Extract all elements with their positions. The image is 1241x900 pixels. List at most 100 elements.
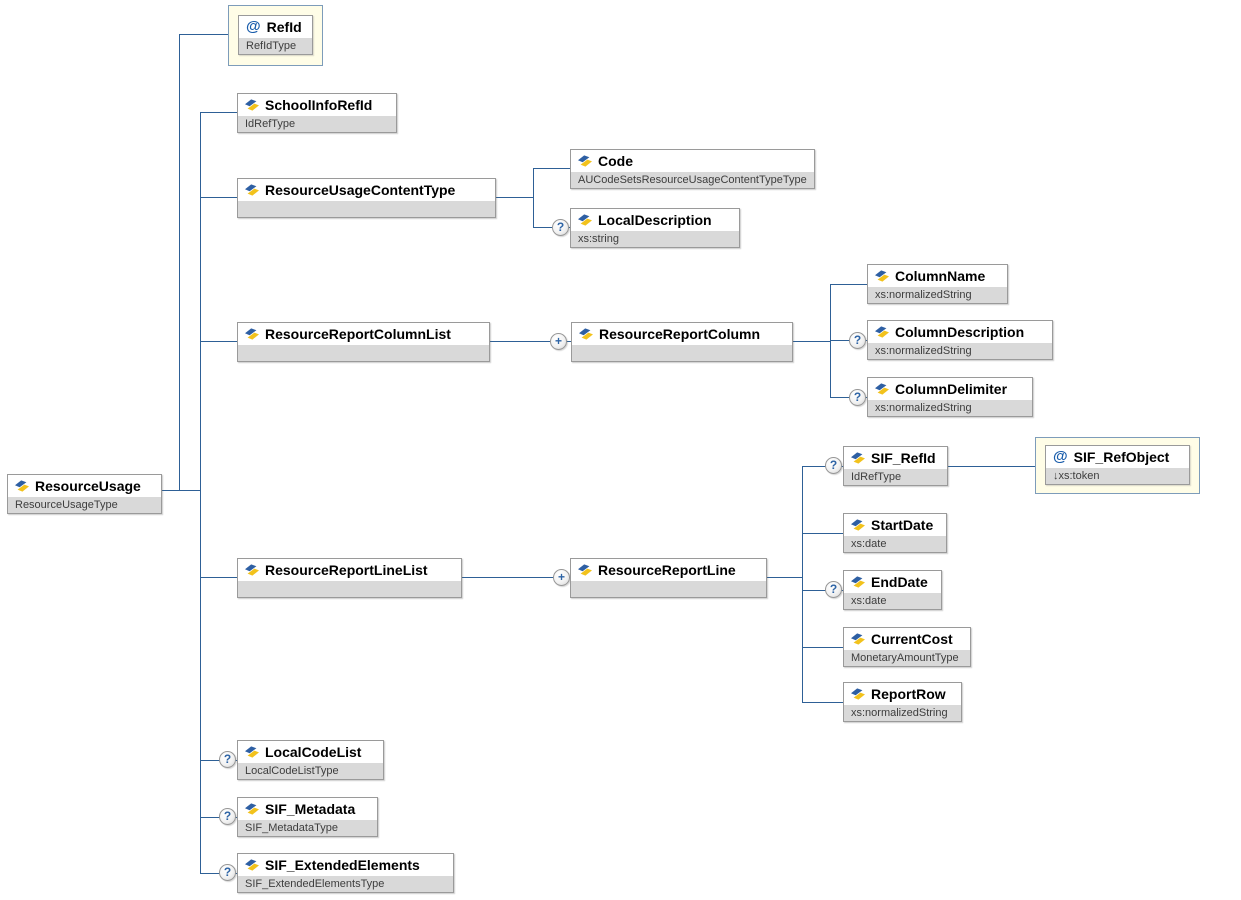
optional-badge[interactable]: ? xyxy=(219,864,236,881)
node-title-row: @ SIF_RefObject xyxy=(1046,446,1189,468)
node-type xyxy=(572,345,792,361)
element-icon xyxy=(245,564,259,576)
node-type: SIF_ExtendedElementsType xyxy=(238,876,453,892)
element-icon xyxy=(851,576,865,588)
node-label: ResourceReportLineList xyxy=(265,562,428,578)
element-icon xyxy=(851,633,865,645)
node-title-row: ColumnName xyxy=(868,265,1007,287)
node-title-row: SchoolInfoRefId xyxy=(238,94,396,116)
connector-line xyxy=(830,284,867,285)
node-title-row: ResourceReportLineList xyxy=(238,559,461,581)
connector-line xyxy=(179,34,180,491)
node-type: xs:normalizedString xyxy=(868,400,1032,416)
node-type: IdRefType xyxy=(238,116,396,132)
element-icon xyxy=(245,746,259,758)
node-type: IdRefType xyxy=(844,469,947,485)
connector-line xyxy=(162,490,200,491)
schema-node-sifextendedelements[interactable]: SIF_ExtendedElements SIF_ExtendedElement… xyxy=(237,853,454,893)
element-icon xyxy=(578,214,592,226)
node-title-row: ResourceReportColumnList xyxy=(238,323,489,345)
node-type: xs:normalizedString xyxy=(868,287,1007,303)
schema-node-currentcost[interactable]: CurrentCost MonetaryAmountType xyxy=(843,627,971,667)
node-label: RefId xyxy=(266,19,302,35)
node-type: xs:normalizedString xyxy=(844,705,961,721)
connector-line xyxy=(200,577,237,578)
node-label: SIF_ExtendedElements xyxy=(265,857,420,873)
element-icon xyxy=(851,688,865,700)
repeat-badge[interactable]: + xyxy=(553,569,570,586)
connector-line xyxy=(793,341,830,342)
optional-badge[interactable]: ? xyxy=(552,219,569,236)
connector-line xyxy=(533,168,570,169)
schema-node-columnname[interactable]: ColumnName xs:normalizedString xyxy=(867,264,1008,304)
schema-node-startdate[interactable]: StartDate xs:date xyxy=(843,513,947,553)
schema-node-localcodelist[interactable]: LocalCodeList LocalCodeListType xyxy=(237,740,384,780)
optional-badge[interactable]: ? xyxy=(219,808,236,825)
attribute-box-sifrefobject[interactable]: @ SIF_RefObject ↓xs:token xyxy=(1035,437,1200,494)
node-type: ↓xs:token xyxy=(1046,468,1189,484)
attribute-icon: @ xyxy=(246,18,261,35)
node-type: AUCodeSetsResourceUsageContentTypeType xyxy=(571,172,814,188)
schema-node-resourceusage[interactable]: ResourceUsage ResourceUsageType xyxy=(7,474,162,514)
schema-node-resourcereportcolumnlist[interactable]: ResourceReportColumnList xyxy=(237,322,490,362)
element-icon xyxy=(15,480,29,492)
connector-line xyxy=(830,397,867,398)
connector-line xyxy=(802,533,843,534)
optional-badge[interactable]: ? xyxy=(849,389,866,406)
node-type: MonetaryAmountType xyxy=(844,650,970,666)
repeat-badge[interactable]: + xyxy=(550,333,567,350)
node-type xyxy=(238,581,461,597)
node-label: ResourceUsage xyxy=(35,478,141,494)
node-label: SchoolInfoRefId xyxy=(265,97,373,113)
node-title-row: ResourceReportColumn xyxy=(572,323,792,345)
node-title-row: ResourceUsageContentType xyxy=(238,179,495,201)
schema-node-resourcereportline[interactable]: ResourceReportLine xyxy=(570,558,767,598)
node-label: ResourceReportLine xyxy=(598,562,736,578)
connector-line xyxy=(179,34,228,35)
connector-line xyxy=(200,817,237,818)
connector-line xyxy=(533,168,534,228)
schema-node-code[interactable]: Code AUCodeSetsResourceUsageContentTypeT… xyxy=(570,149,815,189)
optional-badge[interactable]: ? xyxy=(825,457,842,474)
schema-node-localdescription[interactable]: LocalDescription xs:string xyxy=(570,208,740,248)
optional-badge[interactable]: ? xyxy=(849,332,866,349)
node-title-row: ColumnDelimiter xyxy=(868,378,1032,400)
node-label: ResourceReportColumnList xyxy=(265,326,451,342)
node-label: LocalDescription xyxy=(598,212,712,228)
node-type: xs:date xyxy=(844,593,941,609)
schema-node-sifmetadata[interactable]: SIF_Metadata SIF_MetadataType xyxy=(237,797,378,837)
node-title-row: SIF_RefId xyxy=(844,447,947,469)
connector-line xyxy=(802,590,843,591)
schema-node-resourcereportlinelist[interactable]: ResourceReportLineList xyxy=(237,558,462,598)
node-label: SIF_Metadata xyxy=(265,801,356,817)
optional-badge[interactable]: ? xyxy=(825,581,842,598)
attribute-box-refid[interactable]: @ RefId RefIdType xyxy=(228,5,323,66)
element-icon xyxy=(875,326,889,338)
schema-node-refid[interactable]: @ RefId RefIdType xyxy=(238,15,313,55)
element-icon xyxy=(245,184,259,196)
node-title-row: @ RefId xyxy=(239,16,312,38)
schema-node-columndescription[interactable]: ColumnDescription xs:normalizedString xyxy=(867,320,1053,360)
node-type xyxy=(238,345,489,361)
node-type xyxy=(238,201,495,217)
node-type: RefIdType xyxy=(239,38,312,54)
schema-node-enddate[interactable]: EndDate xs:date xyxy=(843,570,942,610)
node-title-row: SIF_Metadata xyxy=(238,798,377,820)
connector-line xyxy=(802,466,803,703)
node-title-row: ColumnDescription xyxy=(868,321,1052,343)
connector-line xyxy=(948,466,1035,467)
schema-node-sifrefid[interactable]: SIF_RefId IdRefType xyxy=(843,446,948,486)
node-type: xs:normalizedString xyxy=(868,343,1052,359)
schema-node-resourceusagecontenttype[interactable]: ResourceUsageContentType xyxy=(237,178,496,218)
schema-node-reportrow[interactable]: ReportRow xs:normalizedString xyxy=(843,682,962,722)
schema-node-columndelimiter[interactable]: ColumnDelimiter xs:normalizedString xyxy=(867,377,1033,417)
node-title-row: ReportRow xyxy=(844,683,961,705)
schema-node-schoolinforefid[interactable]: SchoolInfoRefId IdRefType xyxy=(237,93,397,133)
schema-node-sifrefobject[interactable]: @ SIF_RefObject ↓xs:token xyxy=(1045,445,1190,485)
schema-node-resourcereportcolumn[interactable]: ResourceReportColumn xyxy=(571,322,793,362)
node-title-row: ResourceUsage xyxy=(8,475,161,497)
node-type: ResourceUsageType xyxy=(8,497,161,513)
node-label: ColumnDelimiter xyxy=(895,381,1008,397)
optional-badge[interactable]: ? xyxy=(219,751,236,768)
